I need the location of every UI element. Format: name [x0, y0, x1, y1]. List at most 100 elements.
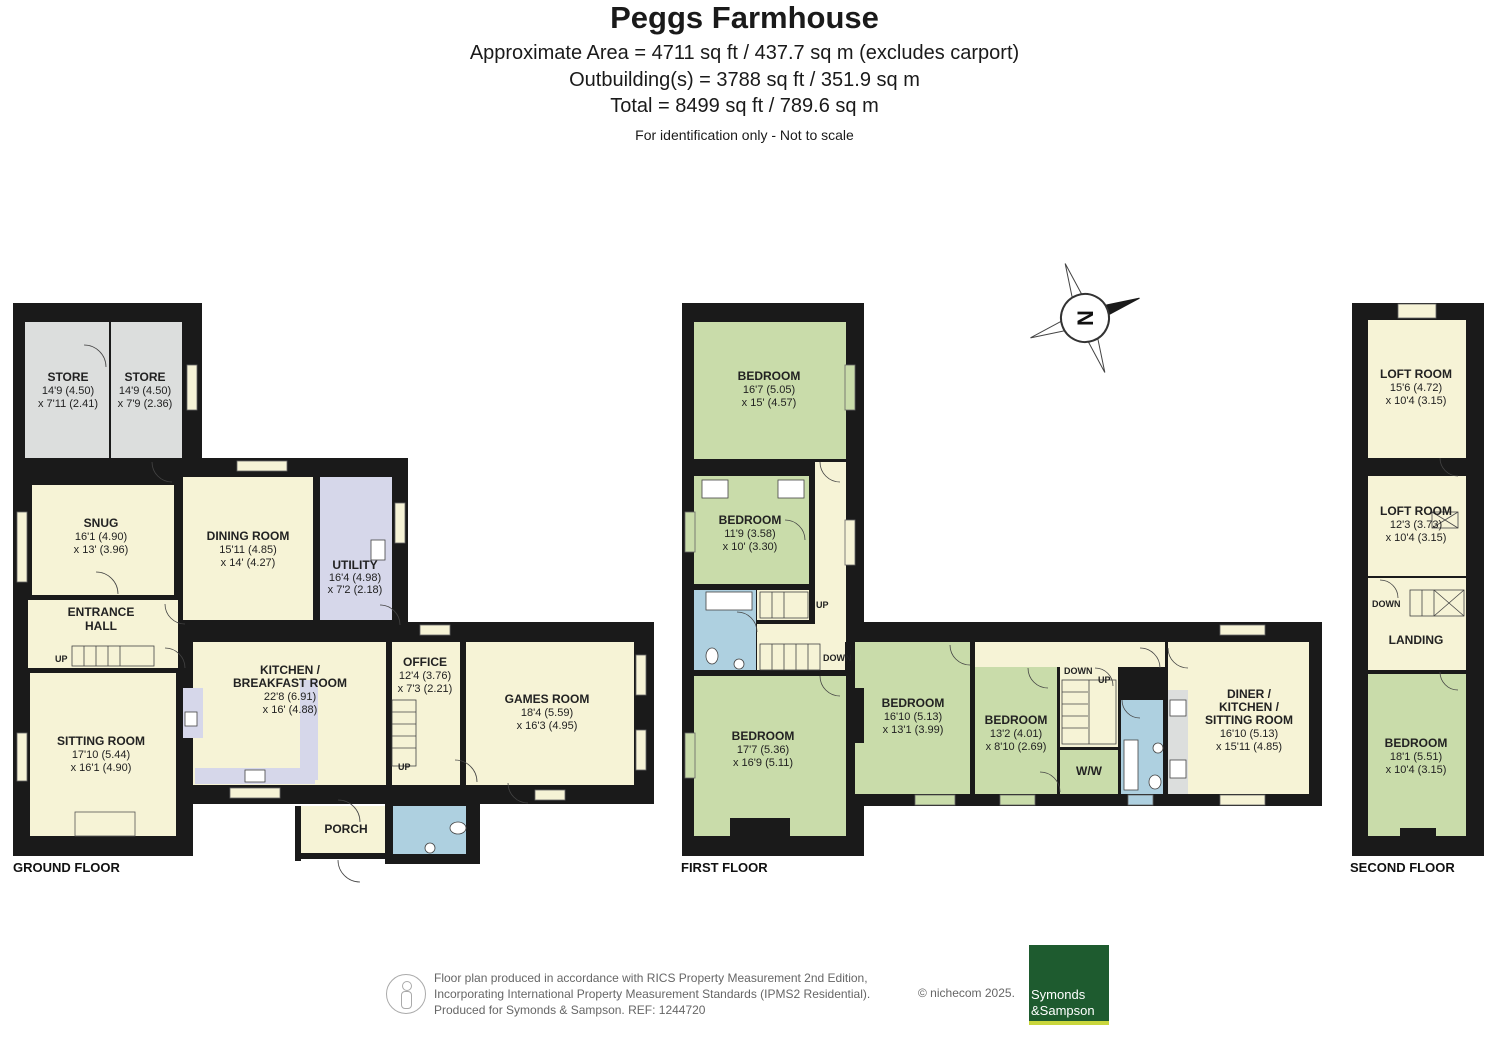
second-floor: LOFT ROOM 15'6 (4.72) x 10'4 (3.15) LOFT… — [1350, 303, 1484, 875]
stairs-up-label: UP — [816, 600, 829, 610]
sitting-label: SITTING ROOM — [57, 734, 145, 748]
stairs-up-label: UP — [1098, 675, 1111, 685]
stairs-up-label: UP — [55, 654, 68, 664]
office-label: OFFICE — [403, 655, 447, 669]
utility-dim: x 7'2 (2.18) — [328, 584, 383, 596]
store-room — [111, 322, 182, 458]
bedroom-dim: x 8'10 (2.69) — [986, 741, 1047, 753]
dining-dim: x 14' (4.27) — [221, 557, 276, 569]
bedroom-dim: 16'7 (5.05) — [743, 384, 795, 396]
games-dim: x 16'3 (4.95) — [517, 720, 578, 732]
store-dim: 14'9 (4.50) — [42, 385, 94, 397]
dining-room — [183, 477, 313, 620]
loft-label: LOFT ROOM — [1380, 504, 1452, 518]
ground-floor-label: GROUND FLOOR — [13, 860, 120, 875]
bedroom-dim: 16'10 (5.13) — [884, 711, 942, 723]
logo-text: Symonds — [1031, 987, 1086, 1002]
bedroom-dim: 13'2 (4.01) — [990, 728, 1042, 740]
loft-dim: x 10'4 (3.15) — [1386, 395, 1447, 407]
first-landing — [815, 462, 846, 642]
store-label: STORE — [47, 370, 88, 384]
entrance-hall — [28, 600, 178, 668]
snug-dim: x 13' (3.96) — [74, 544, 129, 556]
bedroom-label: BEDROOM — [732, 729, 795, 743]
bedroom-dim: x 10' (3.30) — [723, 541, 778, 553]
sitting-dim: 17'10 (5.44) — [72, 749, 130, 761]
dining-label: DINING ROOM — [207, 529, 290, 543]
snug-label: SNUG — [84, 516, 119, 530]
agent-logo: Symonds &Sampson — [1029, 945, 1109, 1025]
footer-line: Floor plan produced in accordance with R… — [434, 971, 868, 985]
diner-kitchen-sitting-room — [1168, 642, 1309, 794]
porch-label: PORCH — [324, 822, 367, 836]
person-scale-icon — [386, 974, 426, 1014]
loft-room — [1368, 320, 1466, 458]
bedroom — [855, 642, 970, 794]
first-floor-label: FIRST FLOOR — [681, 860, 768, 875]
snug-dim: 16'1 (4.90) — [75, 531, 127, 543]
games-dim: 18'4 (5.59) — [521, 707, 573, 719]
games-label: GAMES ROOM — [505, 692, 590, 706]
second-landing — [1368, 578, 1466, 670]
diner-label: KITCHEN / — [1219, 700, 1280, 714]
diner-label: DINER / — [1227, 687, 1272, 701]
loft-room — [1368, 476, 1466, 576]
bedroom-dim: 17'7 (5.36) — [737, 744, 789, 756]
entrance-label: ENTRANCE — [68, 605, 135, 619]
store-dim: 14'9 (4.50) — [119, 385, 171, 397]
north-arrow-icon: N — [1030, 263, 1140, 373]
kitchen-label: KITCHEN / — [260, 663, 321, 677]
wardrobe-label: W/W — [1076, 764, 1103, 778]
landing-label: LANDING — [1389, 633, 1444, 647]
logo-text: &Sampson — [1031, 1003, 1095, 1018]
first-floor: BEDROOM 16'7 (5.05) x 15' (4.57) BEDROOM… — [681, 303, 1322, 875]
bedroom-dim: 18'1 (5.51) — [1390, 751, 1442, 763]
diner-label: SITTING ROOM — [1205, 713, 1293, 727]
entrance-label: HALL — [85, 619, 117, 633]
kitchen-dim: x 16' (4.88) — [263, 704, 318, 716]
sitting-dim: x 16'1 (4.90) — [71, 762, 132, 774]
utility-dim: 16'4 (4.98) — [329, 572, 381, 584]
total-area: Total = 8499 sq ft / 789.6 sq m — [610, 95, 879, 117]
outbuilding-area: Outbuilding(s) = 3788 sq ft / 351.9 sq m — [569, 69, 920, 91]
utility-label: UTILITY — [332, 558, 377, 572]
sitting-room — [30, 673, 176, 836]
loft-dim: x 10'4 (3.15) — [1386, 532, 1447, 544]
dining-dim: 15'11 (4.85) — [219, 544, 277, 556]
bedroom-dim: 11'9 (3.58) — [724, 528, 775, 540]
store-dim: x 7'11 (2.41) — [38, 398, 98, 410]
loft-dim: 12'3 (3.73) — [1390, 519, 1442, 531]
bedroom-dim: x 10'4 (3.15) — [1386, 764, 1447, 776]
bedroom-label: BEDROOM — [882, 696, 945, 710]
store-label: STORE — [124, 370, 165, 384]
stairs-down-label: DOWN — [823, 653, 852, 663]
bedroom-label: BEDROOM — [1385, 736, 1448, 750]
games-room — [466, 642, 634, 785]
stairs-up-label: UP — [398, 762, 411, 772]
bedroom-dim: x 15' (4.57) — [742, 397, 797, 409]
diner-dim: 16'10 (5.13) — [1220, 728, 1278, 740]
kitchen-breakfast-room — [193, 642, 386, 785]
stairs-down-label: DOWN — [1372, 599, 1401, 609]
footer-line: Incorporating International Property Mea… — [434, 987, 871, 1001]
footer-line: Produced for Symonds & Sampson. REF: 124… — [434, 1003, 706, 1017]
copyright: © nichecom 2025. — [918, 986, 1015, 1000]
ground-floor: STORE 14'9 (4.50) x 7'11 (2.41) STORE 14… — [13, 303, 654, 883]
porch — [300, 806, 385, 853]
scale-note: For identification only - Not to scale — [635, 127, 854, 143]
walk-in-wardrobe — [1060, 750, 1118, 794]
snug-room — [32, 485, 174, 595]
kitchen-label: BREAKFAST ROOM — [233, 676, 347, 690]
approximate-area: Approximate Area = 4711 sq ft / 437.7 sq… — [469, 42, 1020, 64]
footer-text: Floor plan produced in accordance with R… — [434, 970, 870, 1018]
bedroom-label: BEDROOM — [719, 513, 782, 527]
second-bedroom — [1368, 674, 1466, 836]
office-dim: 12'4 (3.76) — [399, 670, 451, 682]
store-room — [25, 322, 109, 458]
north-letter: N — [1073, 310, 1098, 326]
office-room — [392, 642, 460, 785]
bedroom-dim: x 13'1 (3.99) — [883, 724, 944, 736]
bedroom-label: BEDROOM — [985, 713, 1048, 727]
diner-dim: x 15'11 (4.85) — [1216, 741, 1282, 753]
